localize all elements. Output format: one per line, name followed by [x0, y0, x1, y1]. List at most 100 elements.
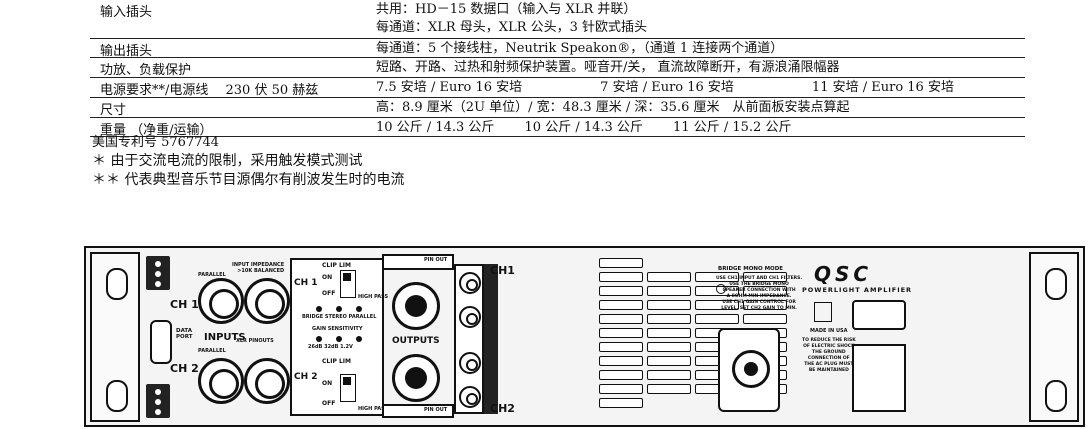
bridge-terminal-strip [484, 264, 498, 414]
vent-slot [599, 356, 643, 366]
off-label-ch1: OFF [322, 290, 336, 297]
pinout-table-top: PIN OUT [382, 254, 454, 270]
binding-post[interactable] [459, 272, 481, 294]
shock-warning-label: TO REDUCE THE RISK OF ELECTRIC SHOCK THE… [802, 338, 856, 373]
speakon-output-ch1[interactable] [392, 282, 440, 330]
model-label: POWERLIGHT AMPLIFIER [802, 286, 913, 294]
ch2-output-label: CH2 [490, 402, 515, 415]
spec-row-power: 电源要求**/电源线 230 伏 50 赫兹 7.5 安培 / Euro 16 … [90, 78, 1025, 98]
high-pass-switch-ch1[interactable] [340, 270, 356, 298]
ch1-output-label: CH1 [490, 264, 515, 277]
spec-value-line: 10 公斤 / 14.3 公斤 10 公斤 / 14.3 公斤 11 公斤 / … [376, 120, 792, 135]
spec-value: 短路、开路、过热和射频保护装置。哑音开/关， 直流故障断开，有源浪涌限幅器 [376, 59, 840, 77]
spec-label: 输出插头 [100, 44, 153, 59]
clip-lim-label-ch1: CLIP LIM [322, 262, 351, 269]
ch2-switch-label: CH 2 [294, 372, 318, 382]
parallel-label-top: PARALLEL [198, 272, 226, 278]
off-label-ch2: OFF [322, 400, 336, 407]
serial-plate [852, 300, 906, 330]
parallel-label-bottom: PARALLEL [198, 348, 226, 354]
switch-panel: CLIP LIM CH 1 ON OFF HIGH PASS BRIDGE ST… [290, 258, 388, 416]
on-label-ch2: ON [322, 380, 333, 387]
vent-slot [599, 258, 643, 268]
xlr-female-ch1[interactable] [198, 278, 244, 324]
patent-note: 美国专利号 5767744 [92, 135, 220, 150]
vent-slot [743, 314, 787, 324]
xlr-male-ch1[interactable] [244, 278, 290, 324]
vent-slot [599, 328, 643, 338]
vent-slot [743, 300, 787, 310]
spec-label: 重量 （净重/运输） [100, 123, 213, 138]
screw-icon [716, 284, 726, 294]
vent-slot [695, 272, 739, 282]
made-in-usa-label: MADE IN USA [810, 328, 848, 334]
vent-slot [599, 398, 643, 408]
inputs-label: INPUTS [204, 332, 246, 343]
clip-lim-label-ch2: CLIP LIM [322, 358, 351, 365]
euro-connector-ch1[interactable] [146, 256, 170, 290]
ac-power-inlet[interactable] [718, 328, 780, 412]
label-plate [852, 344, 906, 412]
binding-post[interactable] [459, 352, 481, 374]
spec-label: 输入插头 [100, 5, 153, 20]
vent-slot [599, 342, 643, 352]
spec-row-protection: 功放、负载保护 短路、开路、过热和射频保护装置。哑音开/关， 直流故障断开，有源… [90, 58, 1025, 78]
vent-slot [695, 314, 739, 324]
rack-ear-left [90, 252, 140, 422]
data-port-label: DATA PORT [176, 328, 193, 340]
certification-icon [814, 302, 832, 322]
xlr-pinouts-label: XLR PINOUTS [236, 338, 274, 344]
spec-value-line: 7.5 安培 / Euro 16 安培 7 安培 / Euro 16 安培 11… [376, 80, 954, 95]
ch2-input-label: CH 2 [170, 362, 199, 375]
spec-value-line: 短路、开路、过热和射频保护装置。哑音开/关， 直流故障断开，有源浪涌限幅器 [376, 60, 840, 75]
power-connector-icon [732, 350, 770, 388]
high-pass-switch-ch2[interactable] [340, 374, 356, 402]
vent-slot [695, 300, 739, 310]
spec-table: 输入插头 共用：HD－15 数据口（输入与 XLR 并联） 每通道：XLR 母头… [90, 0, 1025, 138]
spec-value: 高：8.9 厘米（2U 单位）/ 宽：48.3 厘米 / 深：35.6 厘米 从… [376, 99, 849, 117]
binding-post[interactable] [459, 306, 481, 328]
xlr-male-ch2[interactable] [244, 358, 290, 404]
spec-label: 电源要求**/电源线 230 伏 50 赫兹 [100, 83, 319, 98]
vent-slot [599, 286, 643, 296]
vent-slot [743, 286, 787, 296]
vent-slot [599, 272, 643, 282]
spec-row-input-connectors: 输入插头 共用：HD－15 数据口（输入与 XLR 并联） 每通道：XLR 母头… [90, 0, 1025, 39]
vent-slot [599, 370, 643, 380]
spec-value-line: 每通道：5 个接线柱，Neutrik Speakon®，（通道 1 连接两个通道… [376, 41, 784, 56]
footnote-2: ＊＊ 代表典型音乐节目源偶尔有削波发生时的电流 [92, 172, 405, 188]
pinout-label-bottom: PIN OUT [424, 407, 448, 413]
vent-slot [647, 342, 691, 352]
outputs-label: OUTPUTS [392, 336, 440, 346]
brand-logo: QSC [814, 262, 873, 286]
vent-slot [599, 300, 643, 310]
mode-labels: BRIDGE STEREO PARALLEL [302, 314, 377, 320]
rack-ear-right [1029, 252, 1079, 422]
high-pass-label-ch2: HIGH PASS [358, 406, 389, 412]
xlr-female-ch2[interactable] [198, 358, 244, 404]
spec-value: 共用：HD－15 数据口（输入与 XLR 并联） 每通道：XLR 母头，XLR … [376, 1, 647, 37]
euro-connector-ch2[interactable] [146, 384, 170, 418]
speakon-output-ch2[interactable] [392, 354, 440, 402]
high-pass-label-ch1: HIGH PASS [358, 294, 389, 300]
vent-slot [647, 356, 691, 366]
vent-slot [599, 384, 643, 394]
footnote-1: ＊ 由于交流电流的限制，采用触发模式测试 [92, 153, 363, 169]
vent-slot [647, 286, 691, 296]
spec-value-line: 共用：HD－15 数据口（输入与 XLR 并联） [376, 2, 637, 17]
spec-label: 尺寸 [100, 103, 127, 118]
vent-slot [647, 300, 691, 310]
data-port-connector[interactable] [150, 320, 172, 364]
spec-value-line: 高：8.9 厘米（2U 单位）/ 宽：48.3 厘米 / 深：35.6 厘米 从… [376, 100, 850, 115]
gain-sensitivity-label: GAIN SENSITIVITY [312, 326, 363, 332]
spec-row-weight: 重量 （净重/运输） 10 公斤 / 14.3 公斤 10 公斤 / 14.3 … [90, 118, 1025, 138]
vent-slot [647, 328, 691, 338]
spec-row-output-connectors: 输出插头 每通道：5 个接线柱，Neutrik Speakon®，（通道 1 连… [90, 39, 1025, 59]
ch1-switch-label: CH 1 [294, 278, 318, 288]
spec-value: 7.5 安培 / Euro 16 安培 7 安培 / Euro 16 安培 11… [376, 79, 954, 97]
vent-slot [647, 314, 691, 324]
binding-post[interactable] [459, 386, 481, 408]
spec-value: 每通道：5 个接线柱，Neutrik Speakon®，（通道 1 连接两个通道… [376, 40, 783, 58]
bridge-mono-instructions: USE CH1 INPUT AND CH1 FILTERS. USE THE B… [716, 276, 803, 311]
input-impedance-label: INPUT IMPEDANCE >10K BALANCED [232, 262, 285, 274]
